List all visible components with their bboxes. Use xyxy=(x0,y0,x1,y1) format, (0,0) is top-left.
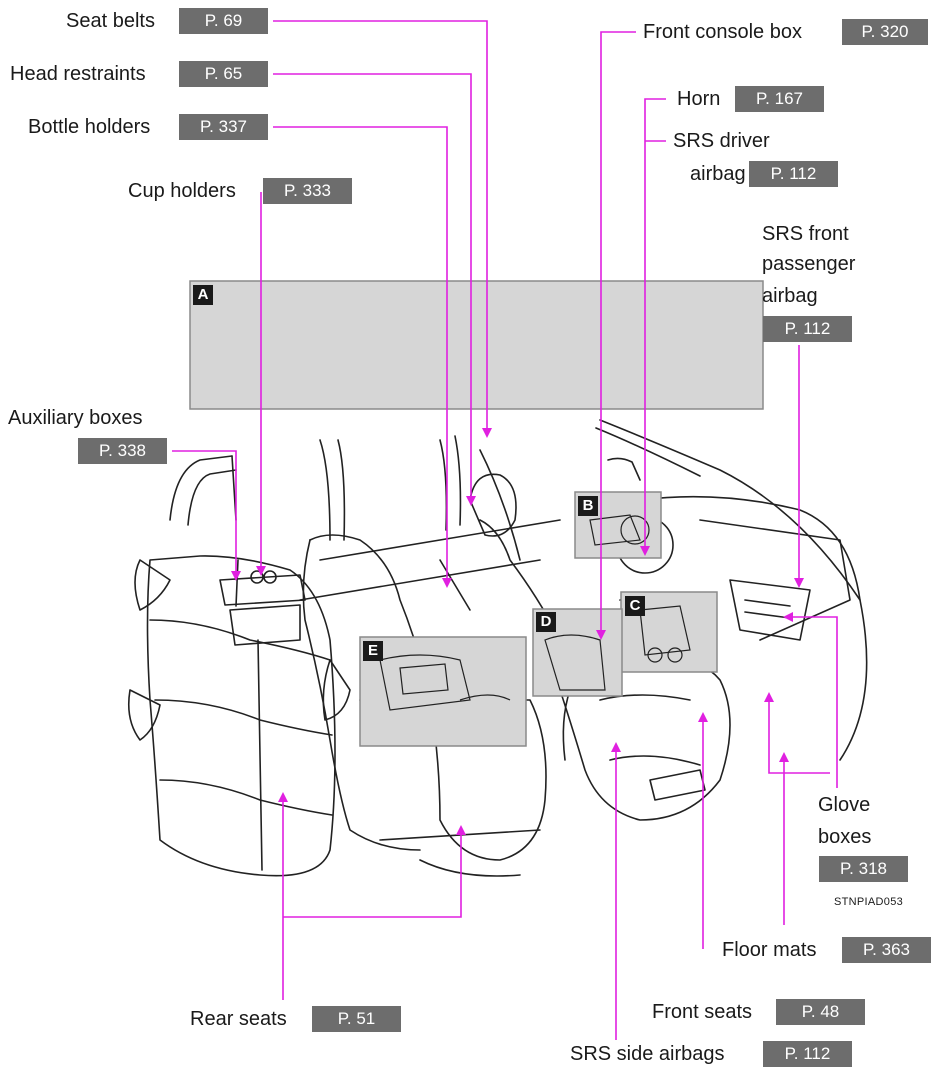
leader-glove-2 xyxy=(768,700,830,774)
page-ref-front-console-box[interactable]: P. 320 xyxy=(842,19,928,45)
label-srs-side-airbags: SRS side airbags xyxy=(570,1043,725,1065)
label-seat-belts: Seat belts xyxy=(66,10,155,32)
leader-bottle-holders xyxy=(273,126,448,580)
leader-lines xyxy=(172,20,838,1040)
page-ref-cup-holders[interactable]: P. 333 xyxy=(263,178,352,204)
leader-head-restraints xyxy=(273,73,472,498)
label-horn: Horn xyxy=(677,88,721,110)
leader-horn xyxy=(644,98,666,548)
leader-seat-belts xyxy=(273,20,488,430)
label-auxiliary-boxes: Auxiliary boxes xyxy=(8,407,143,429)
label-glove-boxes-2: boxes xyxy=(818,826,872,848)
figure-code: STNPIAD053 xyxy=(834,896,904,908)
badge-b: B xyxy=(578,496,598,516)
page-ref-srs-front-passenger-airbag[interactable]: P. 112 xyxy=(763,316,852,342)
leader-glove xyxy=(791,616,838,788)
label-head-restraints: Head restraints xyxy=(10,63,146,85)
inset-panels xyxy=(189,280,764,747)
interior-line-art xyxy=(127,419,868,877)
page-ref-auxiliary-boxes[interactable]: P. 338 xyxy=(78,438,167,464)
page-ref-bottle-holders[interactable]: P. 337 xyxy=(179,114,268,140)
panel-a xyxy=(189,280,764,410)
page-ref-rear-seats[interactable]: P. 51 xyxy=(312,1006,401,1032)
page-ref-srs-driver-airbag[interactable]: P. 112 xyxy=(749,161,838,187)
leader-rear-seats-2 xyxy=(283,833,462,918)
page-ref-horn[interactable]: P. 167 xyxy=(735,86,824,112)
badge-d: D xyxy=(536,612,556,632)
panel-e xyxy=(359,636,527,747)
page-ref-front-seats[interactable]: P. 48 xyxy=(776,999,865,1025)
badge-a: A xyxy=(193,285,213,305)
page-ref-seat-belts[interactable]: P. 69 xyxy=(179,8,268,34)
label-srs-driver-airbag-1: SRS driver xyxy=(673,130,770,152)
badge-e: E xyxy=(363,641,383,661)
label-glove-boxes-1: Glove xyxy=(818,794,871,816)
label-rear-seats: Rear seats xyxy=(190,1008,287,1030)
label-floor-mats: Floor mats xyxy=(722,939,817,961)
label-front-console-box: Front console box xyxy=(643,21,802,43)
label-srs-front-passenger-1: SRS front xyxy=(762,223,849,245)
page-ref-floor-mats[interactable]: P. 363 xyxy=(842,937,931,963)
label-srs-front-passenger-2: passenger xyxy=(762,253,856,275)
label-bottle-holders: Bottle holders xyxy=(28,116,151,138)
label-front-seats: Front seats xyxy=(652,1001,753,1023)
label-srs-front-passenger-3: airbag xyxy=(762,285,818,307)
label-cup-holders: Cup holders xyxy=(128,180,236,202)
leader-arrowheads xyxy=(231,428,804,835)
leader-front-console xyxy=(600,31,636,632)
badge-c: C xyxy=(625,596,645,616)
page-ref-srs-side-airbags[interactable]: P. 112 xyxy=(763,1041,852,1067)
leader-aux-boxes xyxy=(172,450,237,573)
label-srs-driver-airbag-2: airbag xyxy=(690,163,746,185)
page-ref-head-restraints[interactable]: P. 65 xyxy=(179,61,268,87)
page-ref-glove-boxes[interactable]: P. 318 xyxy=(819,856,908,882)
